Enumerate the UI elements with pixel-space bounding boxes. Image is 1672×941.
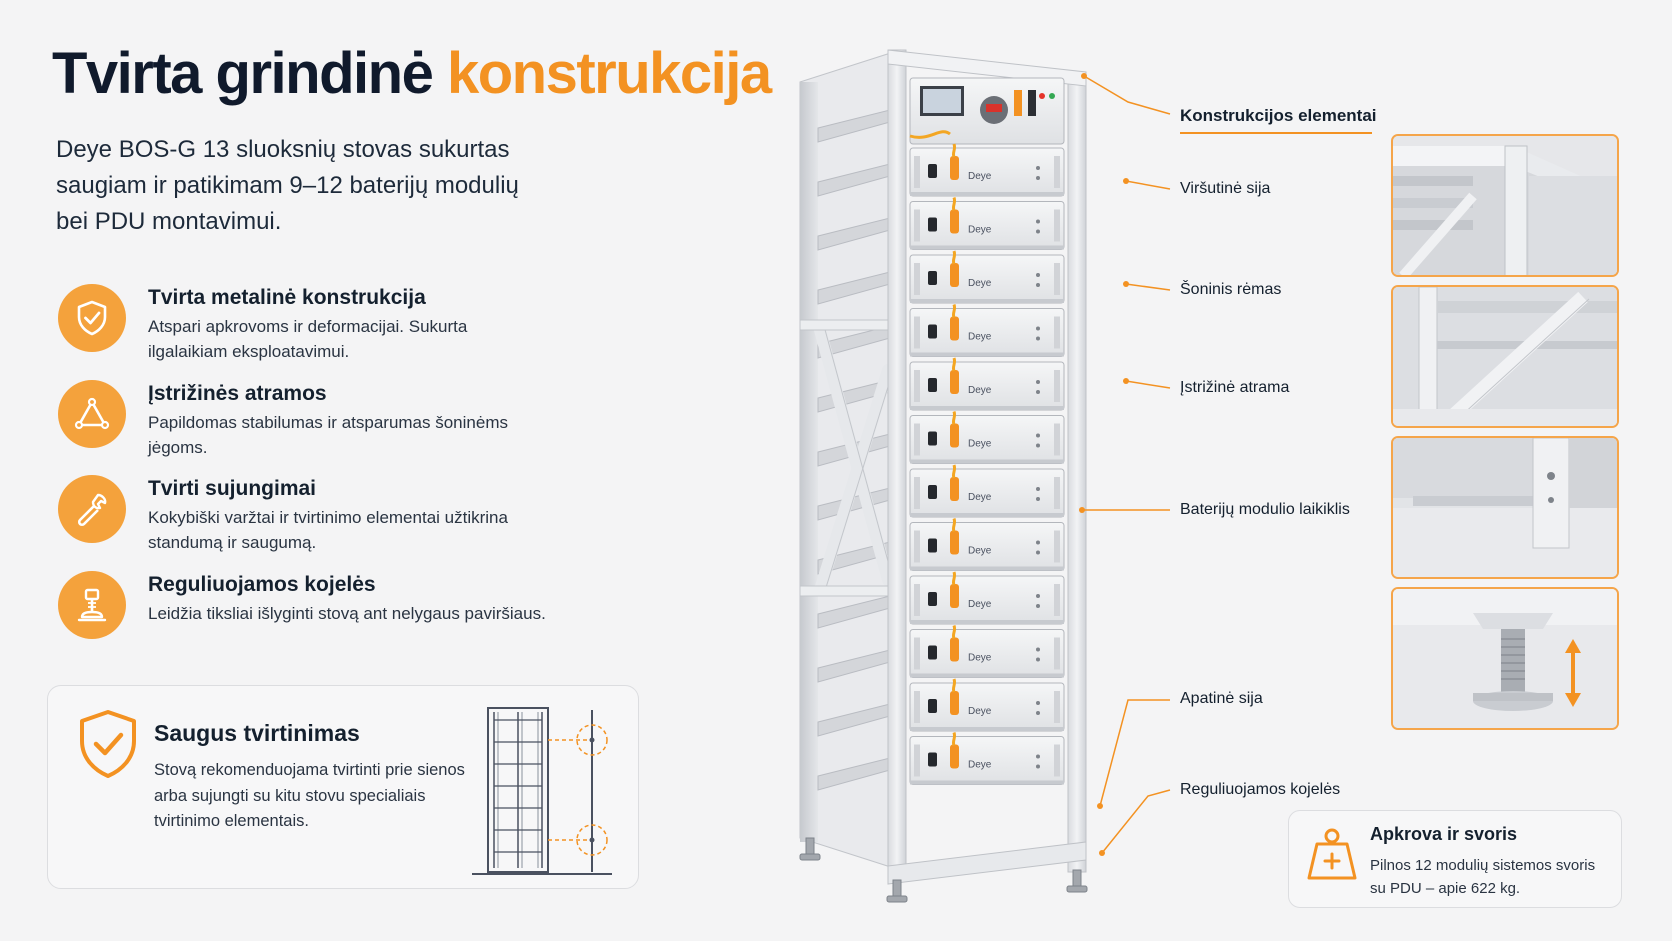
- callout-diagonal-brace: Įstrižinė atrama: [1180, 379, 1290, 396]
- feature-desc: Leidžia tiksliai išlyginti stovą ant nel…: [148, 604, 546, 623]
- feature-diagonal-braces: Įstrižinės atramos Papildomas stabilumas…: [58, 378, 558, 458]
- battery-rack-illustration: DeyeDeyeDeyeDeyeDeyeDeyeDeyeDeyeDeyeDeye…: [799, 49, 1088, 903]
- callouts-header: Konstrukcijos elementai: [1180, 106, 1377, 125]
- module-brand-label: Deye: [968, 653, 992, 664]
- feature-desc: Papildomas stabilumas ir atsparumas šoni…: [148, 413, 508, 457]
- battery-module: Deye: [909, 464, 1065, 518]
- battery-module: Deye: [909, 304, 1065, 357]
- module-brand-label: Deye: [968, 492, 992, 503]
- callout-bottom-beam: Apatinė sija: [1180, 690, 1263, 707]
- feature-metal-construction: Tvirta metalinė konstrukcija Atspari apk…: [58, 282, 558, 362]
- feature-desc: Kokybiški varžtai ir tvirtinimo elementa…: [148, 508, 508, 552]
- callout-adjustable-feet: Reguliuojamos kojelės: [1180, 781, 1341, 798]
- module-brand-label: Deye: [968, 760, 992, 771]
- weight-icon: [1307, 828, 1357, 880]
- battery-module: Deye: [909, 143, 1065, 197]
- photo-top-beam: [1391, 134, 1619, 277]
- battery-module: Deye: [909, 678, 1065, 732]
- battery-module: Deye: [909, 625, 1065, 678]
- page-subtitle: Deye BOS-G 13 sluoksnių stovas sukurtas …: [56, 136, 519, 235]
- shield-check-icon: [58, 284, 126, 352]
- load-text: Pilnos 12 modulių sistemos svoris su PDU…: [1370, 857, 1596, 897]
- feature-title: Tvirta metalinė konstrukcija: [148, 286, 426, 309]
- battery-module: Deye: [909, 411, 1065, 464]
- wall-anchor-diagram: [472, 707, 612, 875]
- module-brand-label: Deye: [968, 385, 992, 396]
- load-weight-card: [1288, 810, 1622, 908]
- title-main: Tvirta grindinė: [52, 41, 447, 106]
- feature-strong-joints: Tvirti sujungimai Kokybiški varžtai ir t…: [58, 473, 558, 553]
- photo-side-frame: [1391, 285, 1619, 428]
- module-brand-label: Deye: [968, 332, 992, 343]
- title-accent: konstrukcija: [446, 41, 772, 106]
- battery-module: Deye: [909, 571, 1065, 625]
- shield-check-icon: [80, 710, 136, 778]
- module-brand-label: Deye: [968, 171, 992, 182]
- callout-top-beam: Viršutinė sija: [1180, 180, 1271, 197]
- feature-adjustable-feet: Reguliuojamos kojelės Leidžia tiksliai i…: [58, 569, 558, 649]
- module-brand-label: Deye: [968, 278, 992, 289]
- feature-title: Įstrižinės atramos: [148, 382, 327, 405]
- load-title: Apkrova ir svoris: [1370, 824, 1518, 844]
- battery-module: Deye: [909, 197, 1065, 250]
- battery-module: Deye: [909, 357, 1065, 411]
- safety-title: Saugus tvirtinimas: [154, 720, 360, 746]
- module-brand-label: Deye: [968, 706, 992, 717]
- safety-text: Stovą rekomenduojama tvirtinti prie sien…: [154, 761, 465, 830]
- photo-module-holder: [1391, 436, 1619, 579]
- module-brand-label: Deye: [968, 439, 992, 450]
- feature-desc: Atspari apkrovoms ir deformacijai. Sukur…: [148, 317, 468, 361]
- page-title: Tvirta grindinė konstrukcija: [52, 40, 772, 107]
- feature-title: Tvirti sujungimai: [148, 477, 317, 500]
- adjustable-foot-icon: [58, 571, 126, 639]
- callout-module-holder: Baterijų modulio laikiklis: [1180, 501, 1350, 518]
- module-brand-label: Deye: [968, 599, 992, 610]
- feature-title: Reguliuojamos kojelės: [148, 573, 376, 596]
- safety-card: [47, 685, 639, 889]
- photo-adjustable-feet: [1391, 587, 1619, 730]
- callout-side-frame: Šoninis rėmas: [1180, 281, 1282, 298]
- battery-module: Deye: [909, 250, 1065, 304]
- module-brand-label: Deye: [968, 225, 992, 236]
- module-brand-label: Deye: [968, 546, 992, 557]
- callouts-header-underline: [1180, 132, 1372, 134]
- battery-module: Deye: [909, 732, 1065, 785]
- wrench-icon: [58, 475, 126, 543]
- triangle-brace-icon: [58, 380, 126, 448]
- battery-module: Deye: [909, 518, 1065, 571]
